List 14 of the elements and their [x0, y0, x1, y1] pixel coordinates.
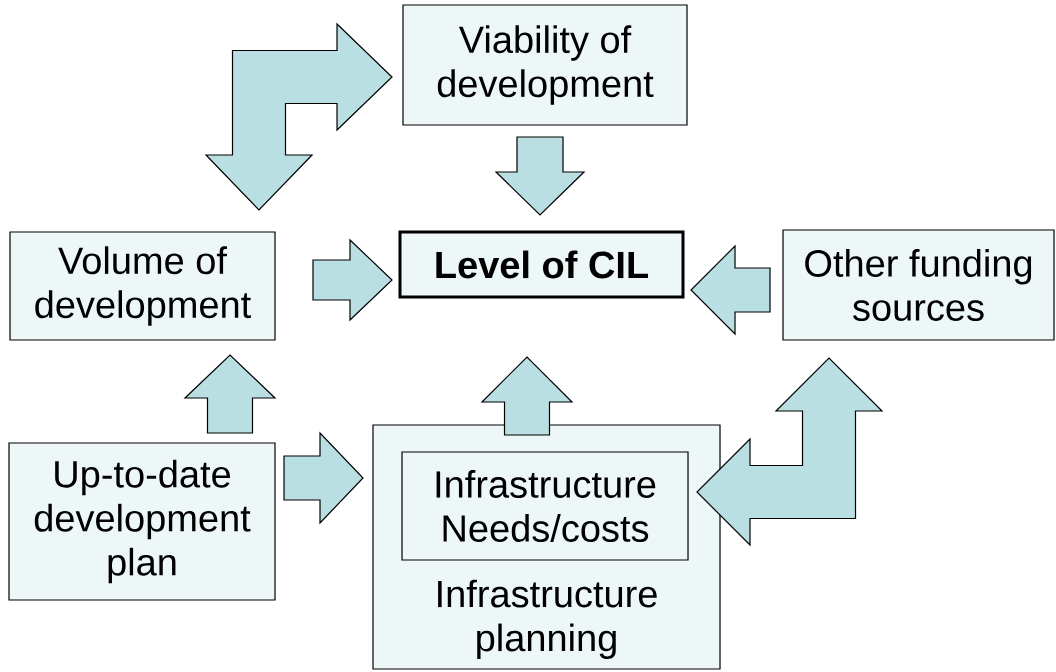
process-box: Viability of development: [402, 4, 688, 126]
block-arrow: [690, 244, 771, 336]
block-arrow: [183, 354, 277, 434]
process-box: Volume of development: [9, 231, 276, 341]
block-arrow: [494, 136, 586, 216]
block-arrow: [696, 357, 884, 547]
process-box: Up-to-date development plan: [8, 442, 276, 601]
block-arrow: [204, 22, 393, 211]
block-arrow: [283, 431, 364, 525]
process-box: Infrastructure Needs/costs: [401, 451, 689, 561]
block-arrow: [480, 356, 574, 436]
block-arrow: [312, 238, 393, 322]
process-box: Level of CIL: [398, 230, 685, 299]
process-box: Other funding sources: [782, 229, 1055, 341]
